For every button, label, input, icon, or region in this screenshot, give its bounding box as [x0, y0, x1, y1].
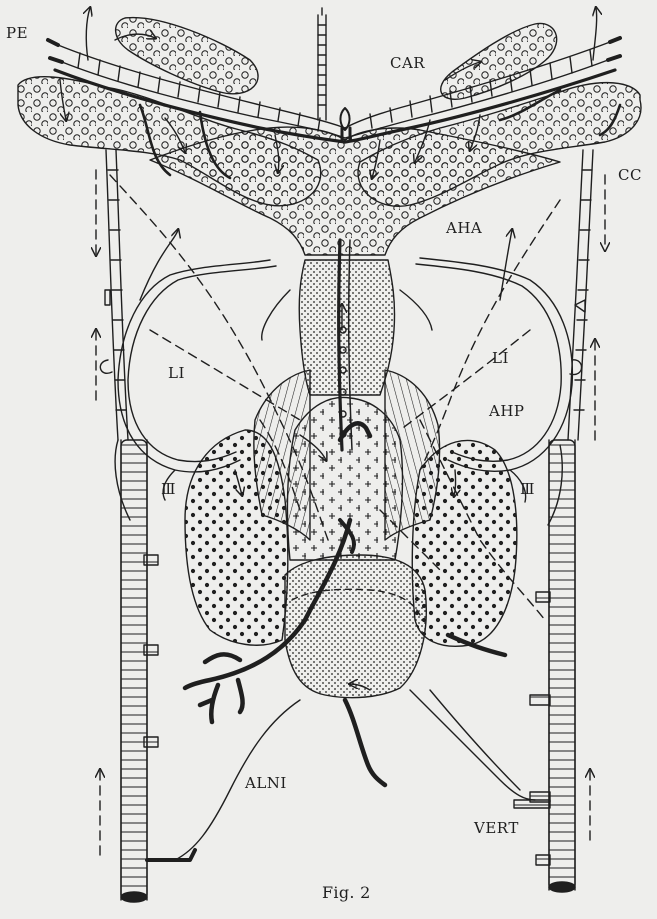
- midline-vessel: [318, 8, 326, 120]
- vessel-upper-right: [568, 150, 593, 440]
- figure-caption: Fig. 2: [322, 883, 371, 902]
- label-li-right: LI: [492, 349, 509, 367]
- label-ahp: AHP: [489, 402, 525, 420]
- label-vert: VERT: [474, 819, 519, 837]
- label-aha: AHA: [446, 219, 482, 237]
- central-body: [150, 127, 560, 255]
- label-cc: CC: [618, 166, 642, 184]
- label-alni: ALNI: [245, 774, 287, 792]
- label-iii-right: Ⅲ: [520, 480, 535, 498]
- label-li-left: LI: [168, 364, 185, 382]
- label-car: CAR: [390, 54, 425, 72]
- vertebral-artery-left: [121, 440, 195, 902]
- label-iii-left: Ⅲ: [161, 480, 176, 498]
- bottom-body: [285, 555, 426, 698]
- carotid-lobe-top-left: [116, 18, 258, 94]
- vessel-upper-left: [100, 140, 128, 440]
- vertebral-artery-right: [514, 440, 575, 892]
- label-pe: PE: [6, 24, 28, 42]
- carotid-lobe-top-right: [441, 23, 557, 99]
